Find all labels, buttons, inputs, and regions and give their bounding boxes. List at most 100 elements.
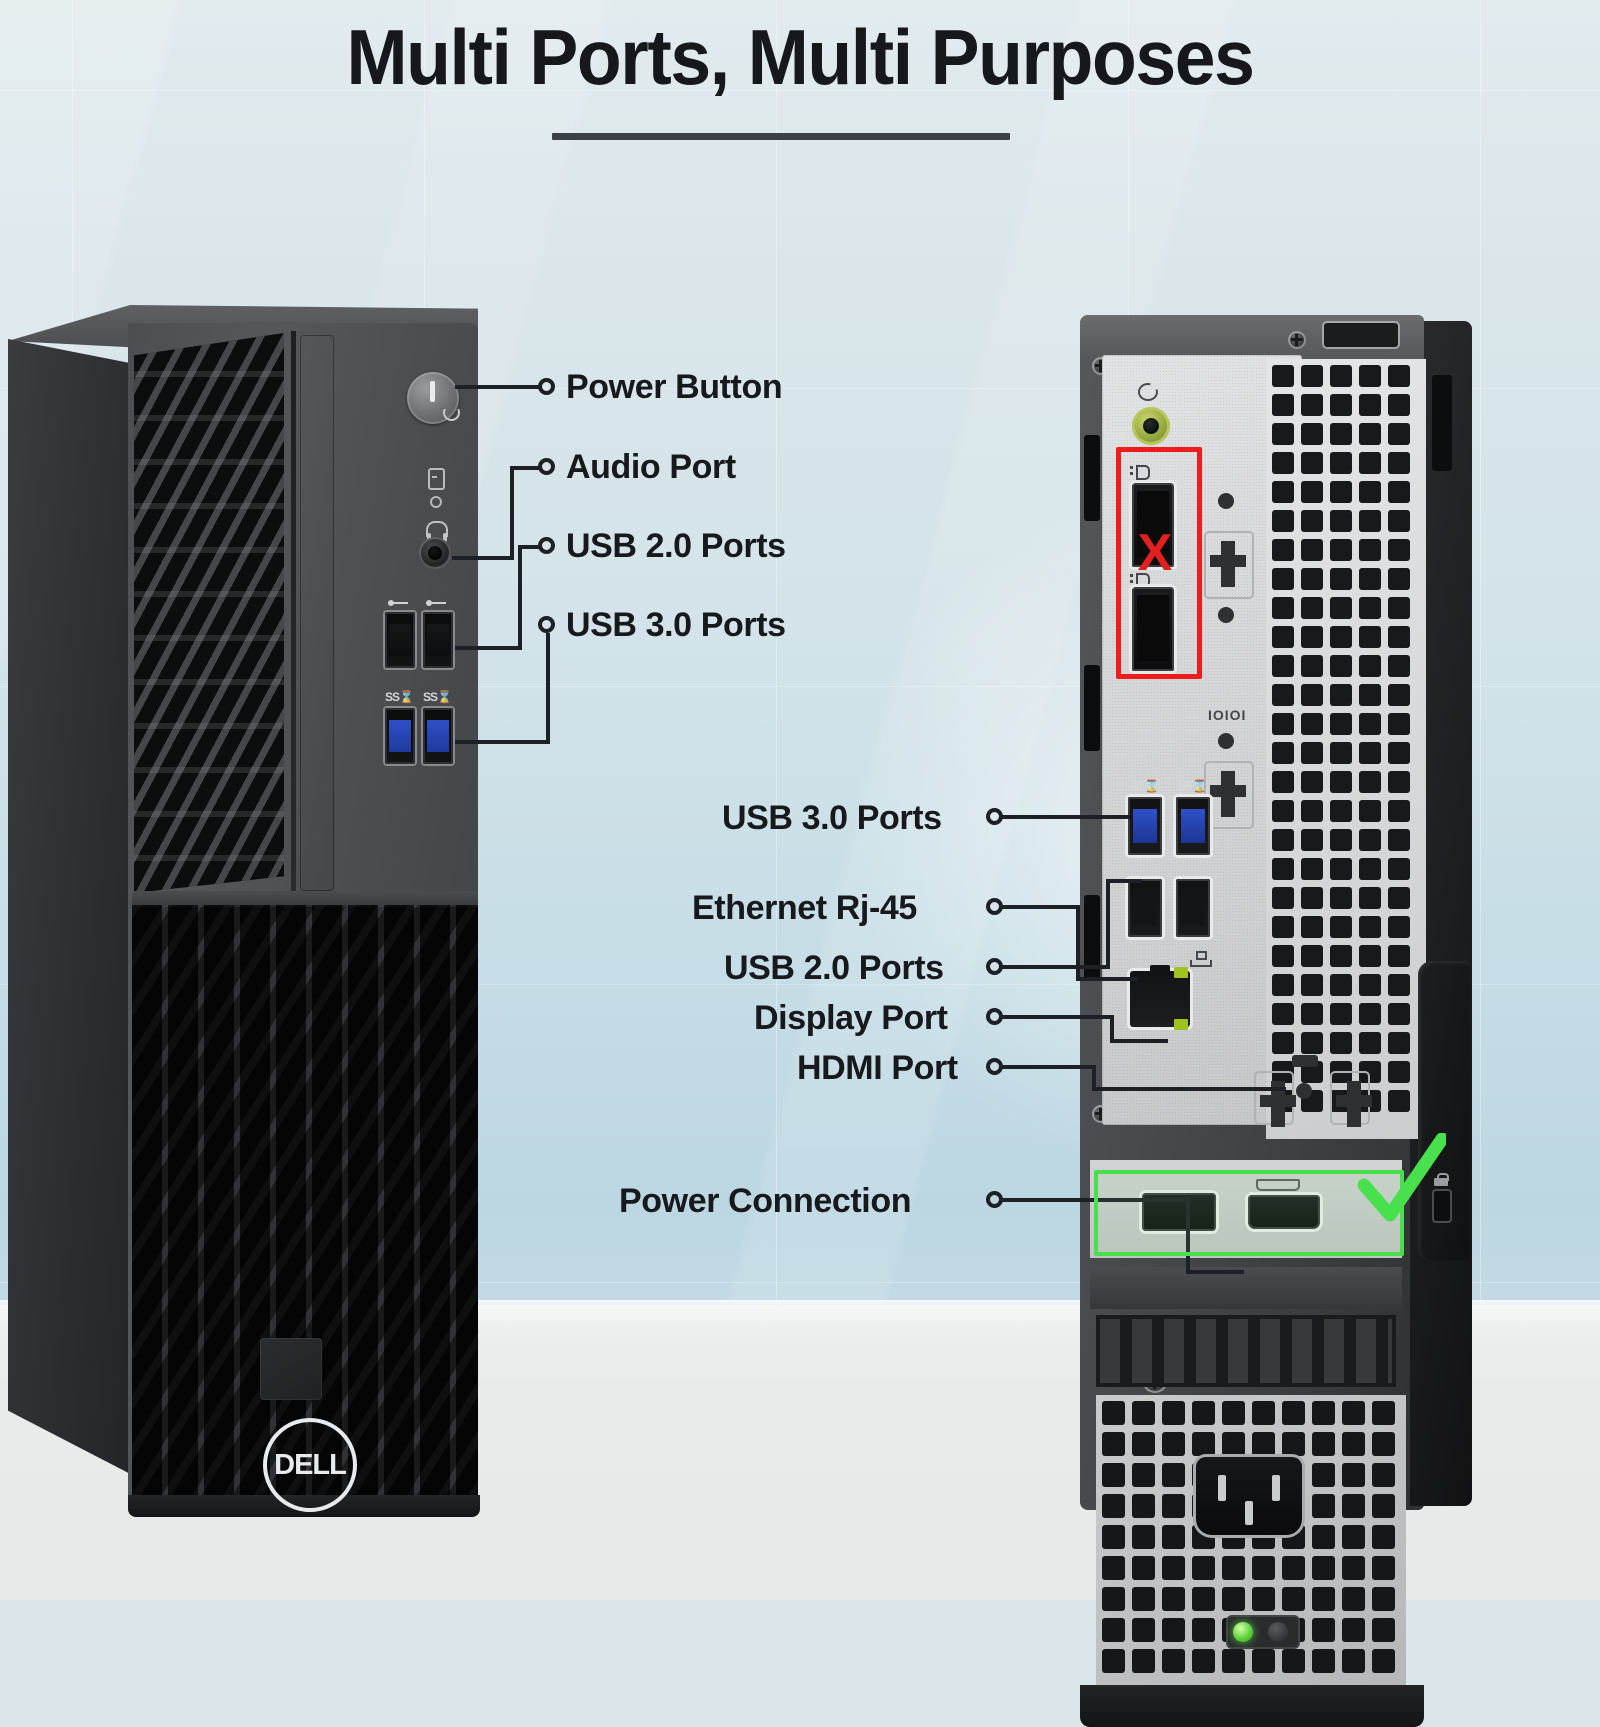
- psu-vent-hole: [1222, 1649, 1245, 1673]
- callout-label: Display Port: [754, 999, 948, 1037]
- vent-hole: [1330, 887, 1352, 909]
- front-optical-bay-cover: [300, 335, 334, 891]
- vent-hole: [1301, 481, 1323, 503]
- vent-hole: [1272, 945, 1294, 967]
- psu-vent-hole: [1252, 1401, 1275, 1425]
- vent-hole: [1330, 568, 1352, 590]
- rear-vent-grille: [1266, 359, 1426, 1139]
- vent-hole: [1301, 742, 1323, 764]
- psu-vent-hole: [1132, 1618, 1155, 1642]
- vent-hole: [1359, 539, 1381, 561]
- leader-line: [1106, 879, 1110, 969]
- psu-vent-hole: [1282, 1556, 1305, 1580]
- motherboard-cutout: [1330, 1071, 1372, 1127]
- vent-hole: [1272, 887, 1294, 909]
- vent-hole: [1330, 481, 1352, 503]
- line-out-icon: [1138, 383, 1158, 401]
- motherboard-cutout: [1204, 761, 1254, 829]
- title-underline-rule: [552, 133, 1010, 140]
- rear-displayport-unavailable[interactable]: [1132, 587, 1174, 671]
- psu-vent-hole: [1282, 1649, 1305, 1673]
- psu-self-test-button[interactable]: [1268, 1622, 1288, 1642]
- vent-hole: [1330, 423, 1352, 445]
- vent-hole: [1359, 742, 1381, 764]
- vent-hole: [1330, 452, 1352, 474]
- rear-ethernet-rj45-port[interactable]: [1130, 965, 1190, 1030]
- psu-vent-hole: [1372, 1618, 1395, 1642]
- vent-hole: [1359, 974, 1381, 996]
- vent-hole: [1330, 1003, 1352, 1025]
- leader-line: [518, 545, 522, 650]
- vent-hole: [1388, 365, 1410, 387]
- callout-label: Audio Port: [566, 448, 736, 486]
- vent-hole: [1388, 655, 1410, 677]
- power-connection-inlet[interactable]: [1196, 1457, 1302, 1535]
- vent-hole: [1388, 1090, 1410, 1112]
- vent-hole: [1272, 452, 1294, 474]
- dell-logo: DELL: [263, 1418, 357, 1512]
- psu-vent-hole: [1222, 1556, 1245, 1580]
- front-usb3-port[interactable]: [385, 708, 415, 764]
- front-usb2-port[interactable]: [423, 612, 453, 668]
- vent-hole: [1388, 1003, 1410, 1025]
- psu-vent-hole: [1102, 1649, 1125, 1673]
- vent-hole: [1301, 452, 1323, 474]
- vent-hole: [1301, 423, 1323, 445]
- rear-expansion-slot-blank: [1084, 435, 1100, 521]
- rear-hdmi-port[interactable]: [1248, 1195, 1320, 1229]
- vent-hole: [1388, 713, 1410, 735]
- psu-vent-hole: [1102, 1618, 1125, 1642]
- rear-usb3-port[interactable]: [1128, 797, 1162, 855]
- vent-hole: [1301, 684, 1323, 706]
- vent-hole: [1301, 597, 1323, 619]
- vent-hole: [1359, 452, 1381, 474]
- front-usb3-port[interactable]: [423, 708, 453, 764]
- kensington-lock-slot[interactable]: [1434, 1191, 1450, 1221]
- vent-hole: [1330, 394, 1352, 416]
- vent-hole: [1301, 945, 1323, 967]
- front-audio-jack[interactable]: [419, 537, 451, 569]
- motherboard-cutout: [1254, 1071, 1296, 1127]
- vent-hole: [1330, 742, 1352, 764]
- leader-line: [518, 545, 542, 549]
- vent-hole: [1272, 771, 1294, 793]
- callout-marker: [986, 1191, 1003, 1208]
- rear-usb2-port[interactable]: [1176, 879, 1210, 937]
- front-vent-rows: [134, 333, 284, 893]
- vent-hole: [1359, 829, 1381, 851]
- rear-usb2-port[interactable]: [1128, 879, 1162, 937]
- vent-hole: [1301, 1032, 1323, 1054]
- vent-hole: [1330, 771, 1352, 793]
- vent-hole: [1359, 713, 1381, 735]
- vent-hole: [1388, 800, 1410, 822]
- vent-hole: [1301, 510, 1323, 532]
- rear-usb3-port[interactable]: [1176, 797, 1210, 855]
- psu-diagnostic-led-panel[interactable]: [1226, 1615, 1300, 1649]
- leader-line: [1110, 1039, 1168, 1043]
- vent-hole: [1388, 539, 1410, 561]
- psu-vent-hole: [1312, 1556, 1335, 1580]
- psu-vent-hole: [1222, 1401, 1245, 1425]
- leader-line: [1002, 905, 1080, 909]
- vent-hole: [1359, 800, 1381, 822]
- callout-marker: [986, 1008, 1003, 1025]
- vent-hole: [1301, 800, 1323, 822]
- vent-hole: [1388, 1032, 1410, 1054]
- vent-hole: [1359, 945, 1381, 967]
- vent-hole: [1330, 945, 1352, 967]
- rear-displayport-unavailable[interactable]: [1132, 483, 1174, 567]
- chassis-screw: [1288, 331, 1306, 349]
- psu-vent-hole: [1342, 1556, 1365, 1580]
- callout-label: USB 2.0 Ports: [566, 527, 786, 565]
- callout-marker: [986, 808, 1003, 825]
- front-usb2-port[interactable]: [385, 612, 415, 668]
- psu-vent-hole: [1132, 1494, 1155, 1518]
- psu-power-led: [1233, 1622, 1253, 1642]
- desktop-front-view: DELL: [8, 305, 480, 1517]
- rear-release-tab[interactable]: [1324, 323, 1398, 347]
- displayport-icon: [1130, 465, 1152, 480]
- vent-hole: [1359, 1003, 1381, 1025]
- hdmi-icon: [1256, 1179, 1300, 1191]
- rear-audio-line-out-jack[interactable]: [1132, 407, 1170, 445]
- usb-trident-icon: [1178, 863, 1200, 874]
